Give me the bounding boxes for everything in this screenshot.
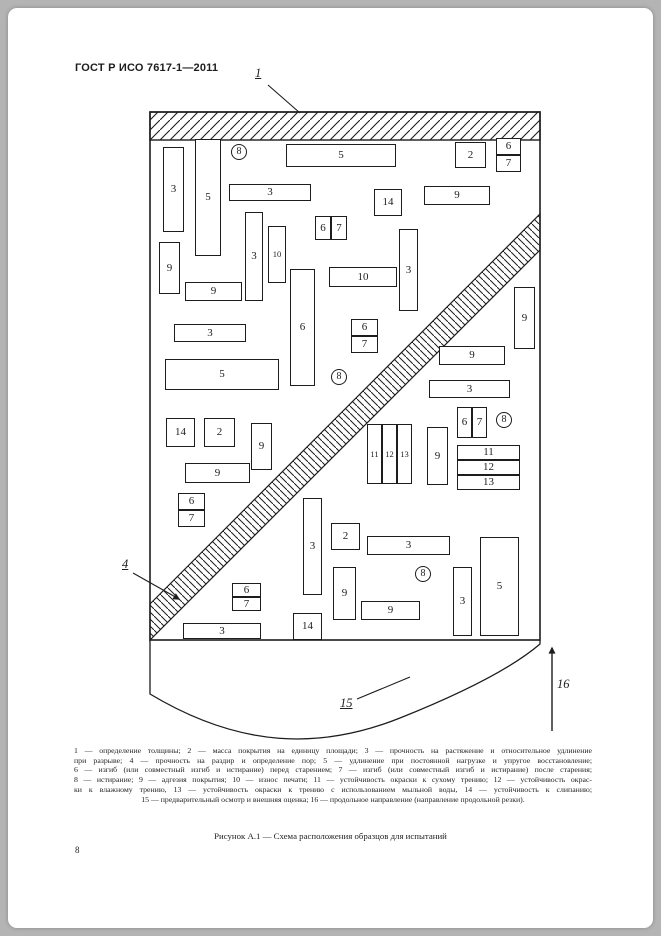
specimen-box: 12 [382,424,397,484]
top-hatch-band [149,111,541,141]
callout-4-leader [132,572,181,600]
specimen-box: 6 [290,269,315,386]
specimen-box: 9 [185,463,250,483]
callout-label: 15 [340,696,353,710]
specimen-box: 3 [303,498,322,595]
specimen-box: 6 [351,319,378,336]
legend-line: 6 — изгиб (или совместный изгиб и истира… [74,765,592,775]
legend-line: 15 — предварительный осмотр и внешняя оц… [141,794,525,804]
specimen-box: 10 [268,226,286,283]
specimen-box: 5 [480,537,519,636]
specimen-box: 2 [331,523,360,550]
specimen-box: 2 [455,142,486,168]
specimen-box: 9 [427,427,448,485]
callout-1-leader [267,84,301,114]
specimen-box: 9 [333,567,356,620]
specimen-box: 11 [367,424,382,484]
specimen-box: 6 [457,407,472,438]
specimen-box: 9 [159,242,180,294]
specimen-box: 3 [399,229,418,311]
specimen-box: 14 [166,418,195,447]
fabric-edge-curve [149,640,541,740]
specimen-box: 9 [514,287,535,349]
specimen-box: 7 [351,336,378,353]
circled-mark: 8 [415,566,431,582]
specimen-box: 5 [286,144,396,167]
specimen-box: 3 [163,147,184,232]
specimen-box: 3 [367,536,450,555]
specimen-box: 6 [178,493,205,510]
document-header: ГОСТ Р ИСО 7617-1—2011 [75,62,219,74]
specimen-box: 14 [374,189,402,216]
legend-line: 1 — определение толщины; 2 — масса покры… [74,746,592,755]
specimen-box: 14 [293,613,322,640]
specimen-box: 5 [195,139,221,256]
figure-legend: 1 — определение толщины; 2 — масса покры… [74,746,592,804]
specimen-box: 9 [251,423,272,470]
specimen-box: 9 [361,601,420,620]
figure-caption: Рисунок А.1 — Схема расположения образцо… [214,831,447,841]
specimen-box: 6 [496,138,521,155]
callout-label: 1 [255,66,262,80]
specimen-box: 11 [457,445,520,460]
specimen-box: 13 [457,475,520,490]
legend-line: при разрыве; 4 — прочность на раздир и о… [74,755,592,765]
diagonal-hatch-band [149,212,541,642]
specimen-box: 3 [453,567,472,636]
callout-label: 4 [122,557,129,571]
specimen-box: 3 [229,184,311,201]
specimen-box: 9 [424,186,490,205]
specimen-box: 7 [472,407,487,438]
circled-mark: 8 [231,144,247,160]
specimen-box: 13 [397,424,412,484]
callout-label: 16 [557,677,570,691]
callout-15-leader [356,676,411,700]
legend-line: ки к влажному трению, 13 — устойчивость … [74,784,592,794]
specimen-box: 6 [232,583,261,597]
legend-line: 8 — истирание; 9 — адгезия покрытия; 10 … [74,775,592,785]
specimen-box: 7 [232,597,261,611]
page-number: 8 [75,845,80,855]
specimen-box: 2 [204,418,235,447]
specimen-box: 5 [165,359,279,390]
specimen-box: 7 [496,155,521,172]
specimen-box: 10 [329,267,397,287]
specimen-box: 9 [185,282,242,301]
specimen-box: 7 [178,510,205,527]
specimen-box: 3 [429,380,510,398]
circled-mark: 8 [331,369,347,385]
specimen-box: 6 [315,216,331,240]
specimen-box: 7 [331,216,347,240]
specimen-box: 12 [457,460,520,475]
specimen-box: 9 [439,346,505,365]
circled-mark: 8 [496,412,512,428]
specimen-box: 3 [245,212,263,301]
specimen-box: 3 [174,324,246,342]
specimen-box: 3 [183,623,261,639]
